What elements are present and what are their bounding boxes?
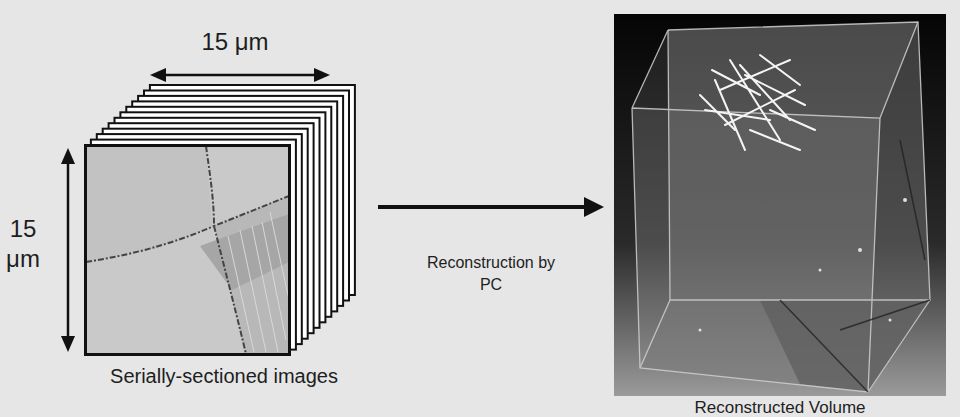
- section-sheet: [85, 145, 290, 355]
- figure-caption: Reconstructed Volume: [614, 398, 946, 417]
- dimension-label: 15 μm: [0, 214, 46, 274]
- volume-render: [614, 14, 946, 396]
- figure-caption: Serially-sectioned images: [78, 364, 370, 388]
- process-arrow: [378, 197, 604, 217]
- section-image: [86, 146, 289, 354]
- dimension-label: 15 μm: [180, 28, 290, 56]
- figure-panel: Reconstructed Volume: [614, 14, 946, 417]
- dimension-arrow: [150, 68, 330, 82]
- section-stack: [85, 85, 355, 355]
- arrow-label: Reconstruction by PC: [416, 252, 566, 296]
- dimension-arrow: [61, 148, 75, 352]
- figure-panel: Serially-sectioned images: [78, 80, 370, 390]
